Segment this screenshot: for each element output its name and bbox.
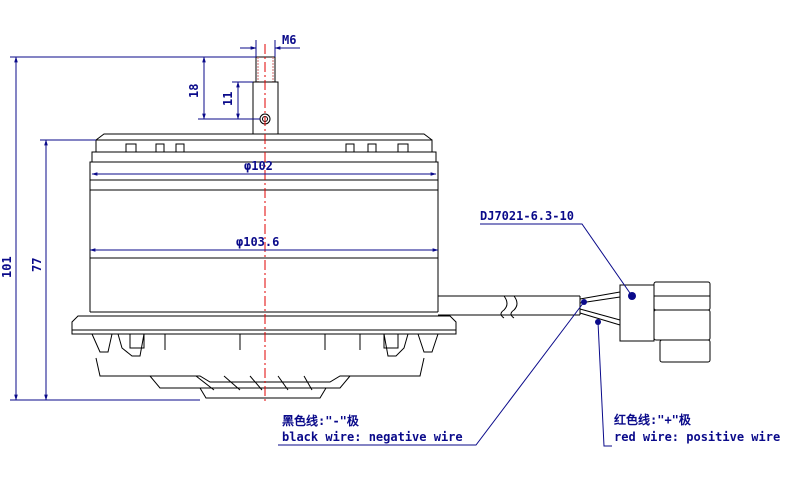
dim-shaft-length-label: 18 [187,84,201,98]
base-flange [71,315,457,399]
motor-outline [71,56,711,399]
leader-dots [581,292,636,325]
red-wire-leader [597,321,612,447]
top-cap [89,133,439,181]
dim-total-height-label: 101 [0,256,14,278]
dim-body-height-label: 77 [30,258,44,272]
connector-part-number: DJ7021-6.3-10 [480,209,574,223]
dim-top-diameter-label: φ102 [244,159,273,173]
black-wire-leader [278,301,585,446]
black-wire-label-en: black wire: negative wire [282,430,463,444]
dim-hole-offset-label: 11 [221,92,235,106]
dim-thread-label: M6 [282,33,296,47]
connector-leader [480,223,633,297]
black-wire-label-cn: 黑色线:"-"极 [282,413,360,428]
motor-body [89,180,439,313]
connector-housing [619,281,711,363]
red-wire-label-en: red wire: positive wire [614,430,780,444]
red-wire-label-cn: 红色线:"+"极 [614,412,692,427]
cable-sleeve [438,295,581,319]
dim-body-diameter-label: φ103.6 [236,235,279,249]
dimensions [10,40,633,447]
